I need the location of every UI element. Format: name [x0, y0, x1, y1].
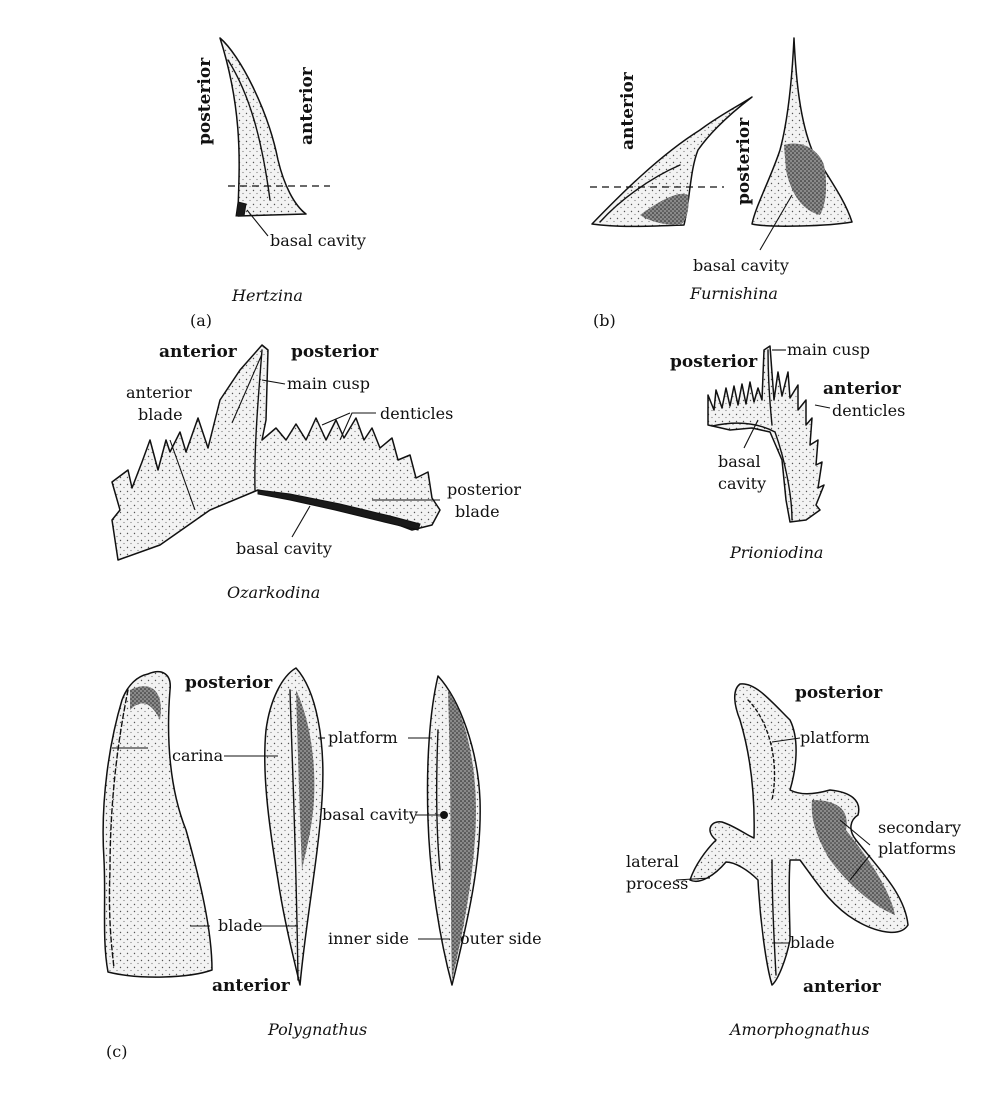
- amorphognathus-element: [689, 683, 909, 986]
- prioniodina-name: Prioniodina: [729, 543, 823, 562]
- polygnathus-inner-side-label: inner side: [328, 929, 409, 948]
- ozarkodina-main-cusp-label: main cusp: [287, 374, 370, 393]
- polygnathus-posterior-label: posterior: [185, 673, 273, 693]
- hertzina-name: Hertzina: [231, 286, 303, 305]
- polygnathus-figure: posterior carina platform basal cavity b…: [102, 667, 542, 1061]
- ozarkodina-figure: anterior posterior main cusp anterior bl…: [111, 342, 521, 602]
- furnishina-name: Furnishina: [689, 284, 778, 303]
- hertzina-anterior-label: anterior: [297, 66, 317, 145]
- amorphognathus-posterior-label: posterior: [795, 683, 883, 703]
- amorphognathus-lateral-label-2: process: [626, 874, 688, 893]
- ozarkodina-anterior-blade-label-2: blade: [138, 405, 183, 424]
- prioniodina-element: [707, 345, 825, 523]
- ozarkodina-posterior-blade-label-2: blade: [455, 502, 500, 521]
- ozarkodina-basal-cavity: [257, 489, 421, 531]
- polygnathus-name: Polygnathus: [267, 1020, 367, 1039]
- ozarkodina-denticles-label: denticles: [380, 404, 453, 423]
- furnishina-basal-cavity: [784, 143, 827, 215]
- polygnathus-outer-side-label: outer side: [460, 929, 542, 948]
- panel-label-a: (a): [190, 311, 212, 330]
- prioniodina-posterior-label: posterior: [670, 352, 758, 372]
- ozarkodina-anterior-blade-label-1: anterior: [126, 383, 192, 402]
- furnishina-figure: anterior posterior basal cavity Furnishi…: [590, 37, 853, 330]
- ozarkodina-name: Ozarkodina: [227, 583, 320, 602]
- amorphognathus-secondary-label-1: secondary: [878, 818, 961, 837]
- prioniodina-anterior-label: anterior: [823, 379, 902, 399]
- panel-label-b: (b): [593, 311, 616, 330]
- ozarkodina-posterior-blade-label-1: posterior: [447, 480, 521, 499]
- polygnathus-basal-cavity-label: basal cavity: [322, 805, 418, 824]
- hertzina-basal-cavity-label: basal cavity: [270, 231, 366, 250]
- panel-label-c: (c): [106, 1042, 127, 1061]
- hertzina-element: [219, 37, 307, 217]
- prioniodina-denticles-label: denticles: [832, 401, 905, 420]
- prioniodina-basal-label-1: basal: [718, 452, 761, 471]
- prioniodina-figure: posterior main cusp anterior denticles b…: [670, 340, 905, 562]
- ozarkodina-anterior-label: anterior: [159, 342, 238, 362]
- amorphognathus-secondary-label-2: platforms: [878, 839, 956, 858]
- hertzina-figure: posterior anterior basal cavity Hertzina…: [190, 37, 366, 330]
- prioniodina-main-cusp-label: main cusp: [787, 340, 870, 359]
- polygnathus-lateral-view: [102, 670, 213, 978]
- amorphognathus-name: Amorphognathus: [728, 1020, 870, 1039]
- ozarkodina-posterior-label: posterior: [291, 342, 379, 362]
- ozarkodina-element: [111, 344, 441, 561]
- polygnathus-platform-label: platform: [328, 728, 398, 747]
- hertzina-posterior-label: posterior: [195, 57, 215, 145]
- amorphognathus-anterior-label: anterior: [803, 977, 882, 997]
- furnishina-anterior-label: anterior: [618, 71, 638, 150]
- furnishina-element-right: [751, 37, 853, 227]
- amorphognathus-platform-label: platform: [800, 728, 870, 747]
- ozarkodina-basal-cavity-label: basal cavity: [236, 539, 332, 558]
- amorphognathus-figure: posterior platform secondary platforms l…: [626, 683, 961, 1039]
- polygnathus-anterior-label: anterior: [212, 976, 291, 996]
- furnishina-basal-cavity-label: basal cavity: [693, 256, 789, 275]
- polygnathus-carina-label: carina: [172, 746, 224, 765]
- amorphognathus-lateral-label-1: lateral: [626, 852, 679, 871]
- hertzina-basal-cavity: [235, 201, 247, 217]
- polygnathus-blade-label: blade: [218, 916, 263, 935]
- amorphognathus-blade-label: blade: [790, 933, 835, 952]
- prioniodina-basal-label-2: cavity: [718, 474, 766, 493]
- furnishina-posterior-label: posterior: [734, 117, 754, 205]
